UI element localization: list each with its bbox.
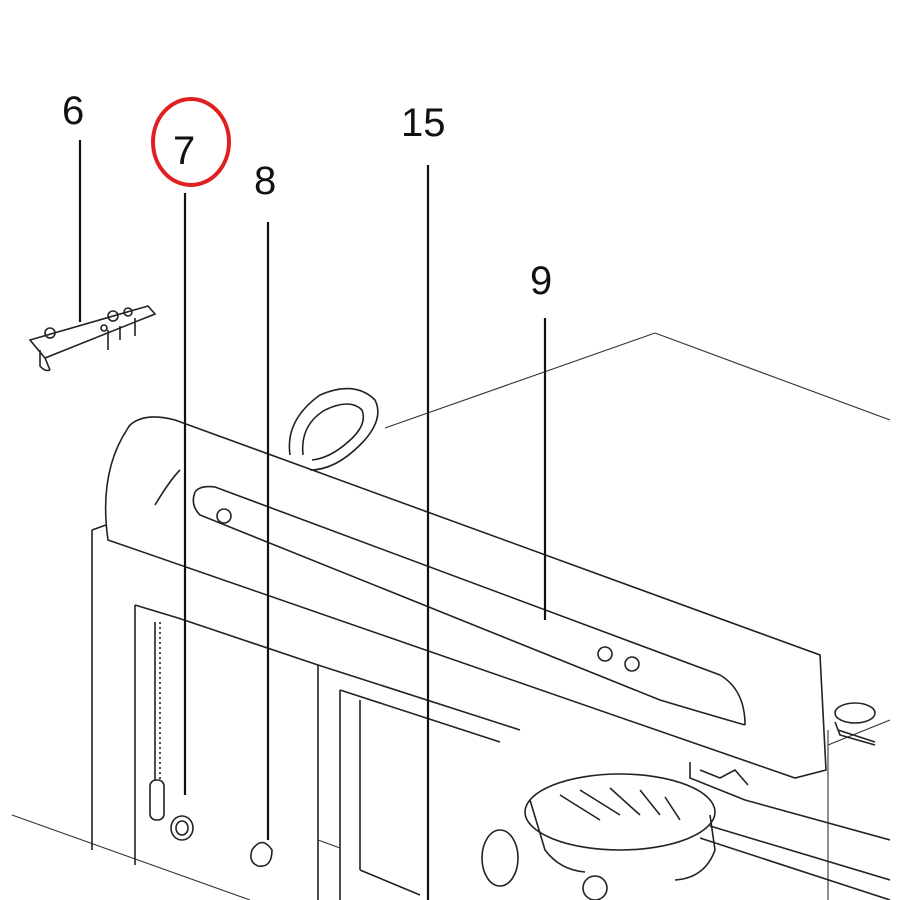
highlight-circle — [151, 97, 231, 187]
fan-impeller — [481, 773, 891, 900]
bracket-hardware — [689, 702, 891, 841]
callouts: 6 7 8 15 9 — [62, 89, 552, 303]
housing-frame — [91, 519, 521, 900]
callout-8: 8 — [254, 159, 276, 203]
strap-loop — [288, 387, 379, 471]
callout-7: 7 — [173, 129, 195, 173]
clip-part-8 — [250, 841, 273, 867]
callout-6: 6 — [62, 89, 84, 133]
cabinet-outline — [11, 332, 891, 900]
control-panel-part-9 — [104, 416, 827, 779]
callout-15: 15 — [401, 101, 446, 145]
callout-9: 9 — [530, 259, 552, 303]
leader-lines — [78, 140, 547, 900]
spring-rod-part-7 — [149, 622, 194, 841]
plate-part-6 — [28, 305, 157, 372]
